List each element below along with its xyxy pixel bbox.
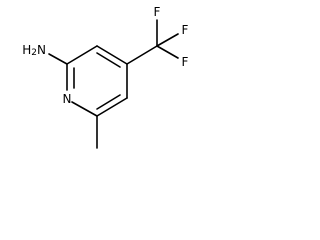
bond-c2-amine	[48, 53, 68, 65]
bond-cf3-f-bottom	[156, 45, 179, 59]
bond-c3-c4	[96, 45, 128, 65]
bond-c4-cf3	[126, 45, 158, 65]
bond-c6-n1	[71, 101, 98, 117]
atom-label-amine: H2N	[22, 43, 46, 58]
bond-c5-c6	[96, 97, 128, 117]
bond-cf3-f-right	[156, 33, 179, 47]
bond-c5-c6-inner	[96, 94, 121, 110]
molecular-structure: H2N N F F F	[22, 5, 189, 149]
bond-c2-c3	[66, 45, 98, 65]
atom-label-ring-nitrogen: N	[63, 92, 72, 106]
atom-label-fluorine-top: F	[154, 5, 161, 19]
bond-c3-c4-inner	[96, 52, 121, 68]
atom-label-fluorine-right: F	[182, 23, 189, 37]
atom-label-fluorine-bottom: F	[182, 55, 189, 69]
